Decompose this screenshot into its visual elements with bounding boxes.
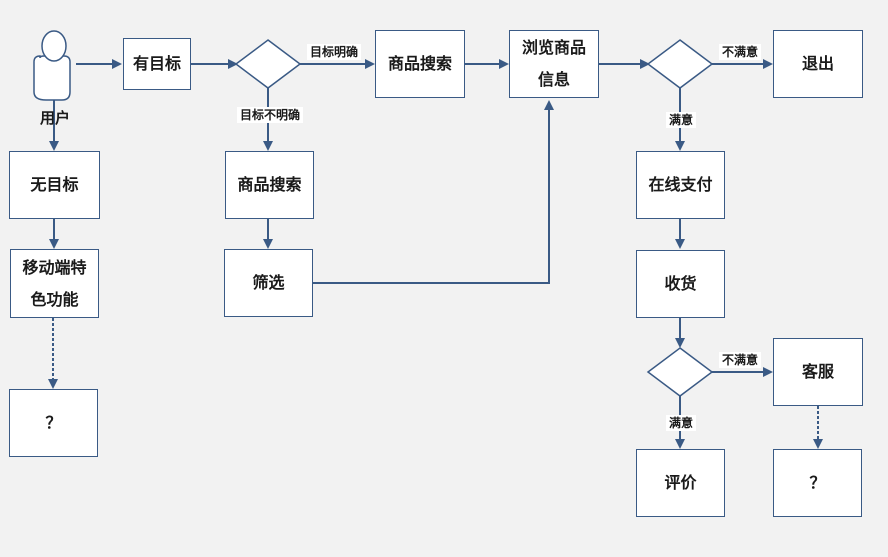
node-exit[interactable]: 退出 <box>773 30 863 98</box>
node-unknown-right[interactable]: ？ <box>773 449 862 517</box>
node-browse-products[interactable]: 浏览商品 信息 <box>509 30 599 98</box>
edge-label-satisfied-bottom: 满意 <box>666 415 697 431</box>
node-product-search-top[interactable]: 商品搜索 <box>375 30 465 98</box>
edge-label-dissatisfied-top: 不满意 <box>719 44 762 60</box>
node-online-payment[interactable]: 在线支付 <box>636 151 725 219</box>
node-review[interactable]: 评价 <box>636 449 725 517</box>
edge-label-dissatisfied-bottom: 不满意 <box>719 352 762 368</box>
edge-label-goal-clear: 目标明确 <box>307 44 362 60</box>
decision-goal-diamond <box>234 39 302 89</box>
node-has-goal[interactable]: 有目标 <box>123 38 191 90</box>
node-filter[interactable]: 筛选 <box>224 249 313 317</box>
decision-satisfaction-diamond <box>646 39 714 89</box>
node-customer-service[interactable]: 客服 <box>773 338 863 406</box>
user-label: 用户 <box>40 109 71 127</box>
edge-filter-browse <box>313 100 554 284</box>
user-icon <box>33 30 71 101</box>
node-receive-goods[interactable]: 收货 <box>636 250 725 318</box>
node-mobile-features[interactable]: 移动端特 色功能 <box>10 249 99 318</box>
edge-label-satisfied-top: 满意 <box>666 112 697 128</box>
decision-after-receive-diamond <box>646 347 714 397</box>
node-no-goal[interactable]: 无目标 <box>9 151 100 219</box>
node-product-search-mid[interactable]: 商品搜索 <box>225 151 314 219</box>
node-unknown-left[interactable]: ？ <box>9 389 98 457</box>
edge-label-goal-unclear: 目标不明确 <box>237 107 304 123</box>
